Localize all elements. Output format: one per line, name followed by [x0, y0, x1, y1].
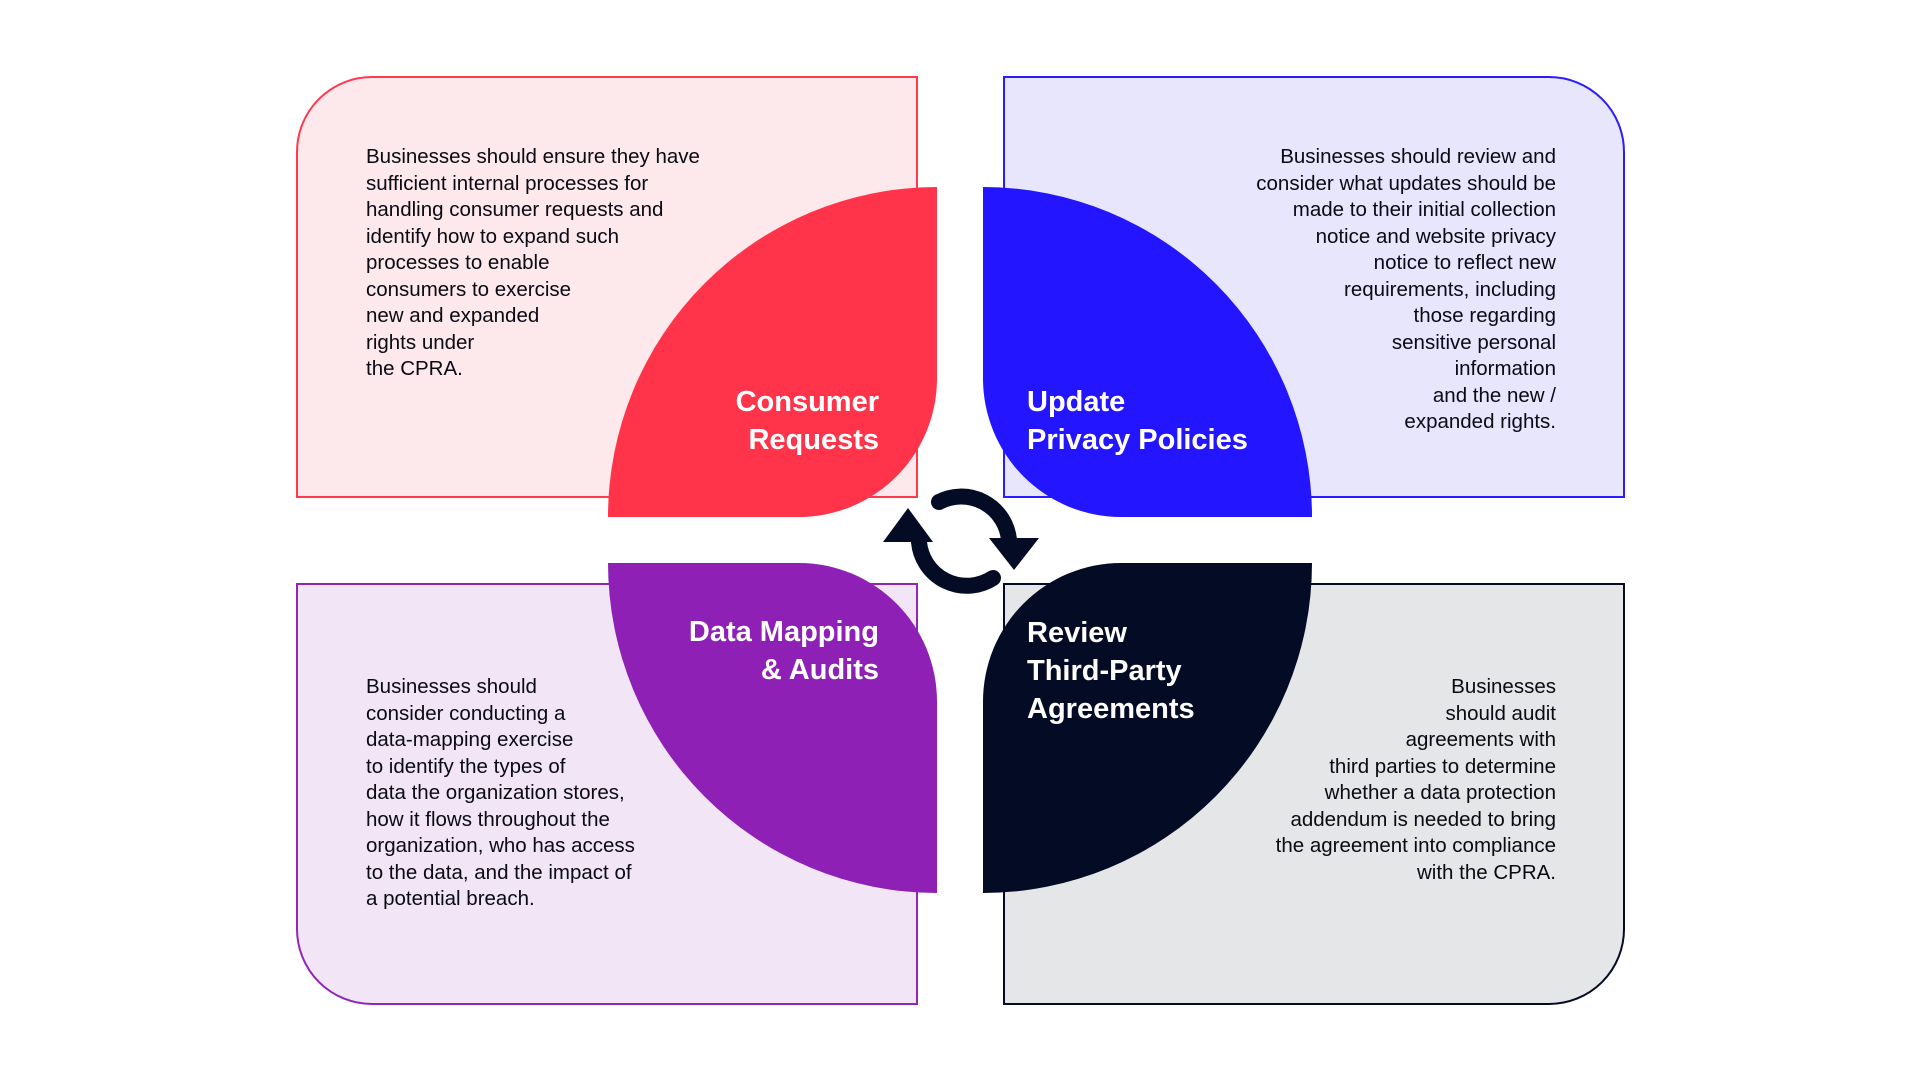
consumer-requests-title: Consumer Requests	[735, 386, 879, 456]
third-party-agreements-description: Businesses should audit agreements with …	[1275, 675, 1556, 884]
consumer-requests-description: Businesses should ensure they have suffi…	[366, 145, 700, 380]
refresh-cycle-icon	[883, 488, 1039, 594]
update-privacy-policies-title: Update Privacy Policies	[1027, 386, 1248, 456]
update-privacy-policies-description: Businesses should review and consider wh…	[1256, 145, 1556, 433]
third-party-agreements-title: Review Third-Party Agreements	[1027, 617, 1195, 725]
data-mapping-title: Data Mapping & Audits	[688, 616, 879, 686]
data-mapping-description: Businesses should consider conducting a …	[366, 675, 635, 910]
